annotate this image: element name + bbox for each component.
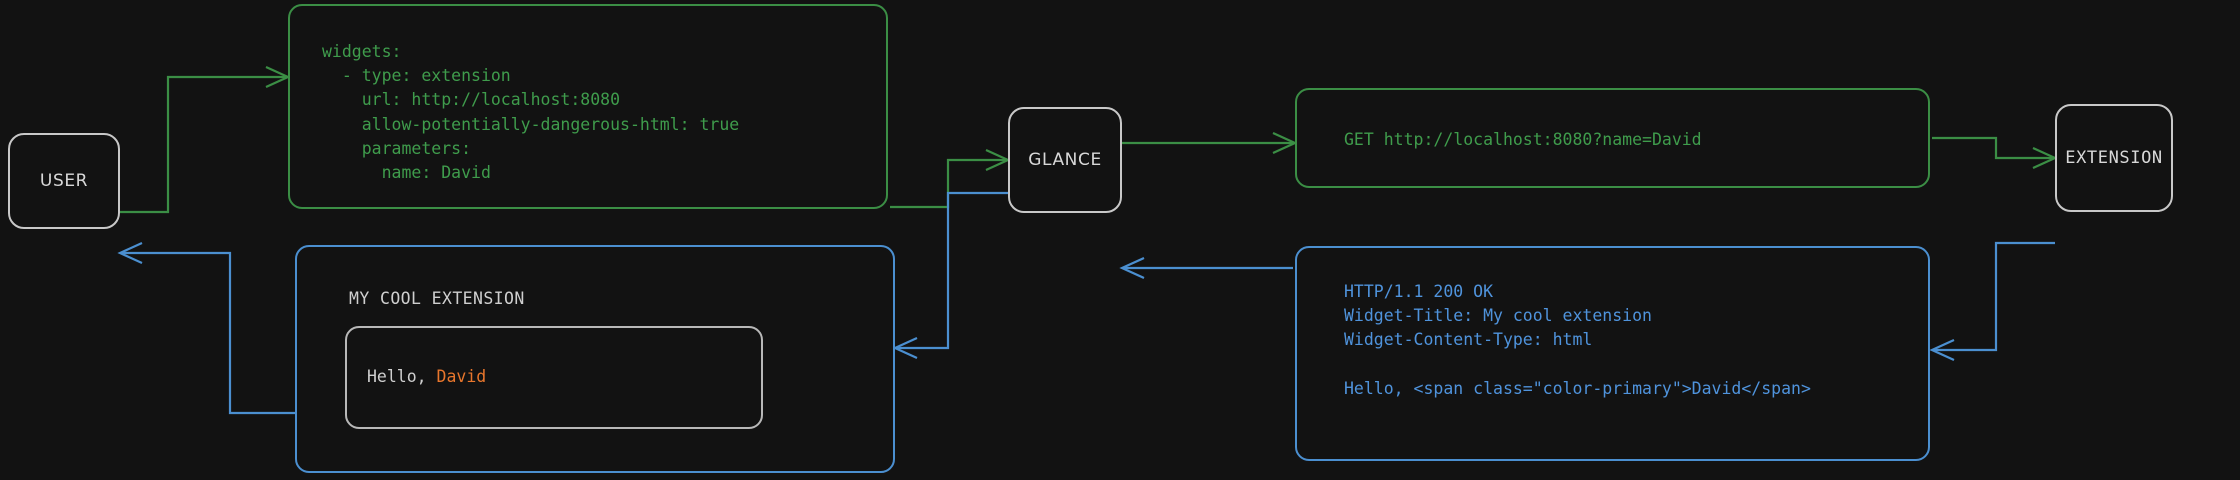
widget-preview-body-text: Hello, David (367, 367, 486, 386)
wire-extension-to-response (1934, 241, 2055, 352)
wire-widget-to-user (122, 251, 295, 415)
widget-preview-title: MY COOL EXTENSION (349, 289, 525, 308)
arrowhead-into-widget (892, 336, 918, 360)
arrowhead-into-response (1929, 338, 1955, 362)
http-request-code: GET http://localhost:8080?name=David (1344, 130, 1702, 149)
arrowhead-into-extension (2032, 146, 2058, 170)
wire-user-to-config (120, 75, 286, 214)
widget-accent-name: David (436, 367, 487, 386)
node-extension[interactable]: EXTENSION (2055, 104, 2173, 212)
node-user-label: USER (39, 171, 89, 191)
http-response-code: HTTP/1.1 200 OK Widget-Title: My cool ex… (1344, 282, 1811, 398)
wire-request-to-extension (1932, 136, 2053, 160)
panel-yaml-config: widgets: - type: extension url: http://l… (288, 4, 888, 209)
yaml-config-code: widgets: - type: extension url: http://l… (322, 42, 740, 183)
node-extension-label: EXTENSION (2065, 148, 2163, 168)
node-user[interactable]: USER (8, 133, 120, 229)
wire-config-to-glance (890, 158, 1006, 209)
widget-greeting-text: Hello, (367, 367, 437, 386)
panel-http-response: HTTP/1.1 200 OK Widget-Title: My cool ex… (1295, 246, 1930, 461)
wire-glance-to-widget (897, 191, 1008, 350)
arrowhead-into-glance (985, 148, 1011, 172)
arrowhead-into-user (117, 241, 143, 265)
node-glance-label: GLANCE (1028, 150, 1102, 170)
panel-widget-preview: MY COOL EXTENSION Hello, David (295, 245, 895, 473)
node-glance[interactable]: GLANCE (1008, 107, 1122, 213)
widget-preview-body: Hello, David (345, 326, 763, 429)
panel-http-request: GET http://localhost:8080?name=David (1295, 88, 1930, 188)
arrowhead-into-glance-blue (1119, 256, 1145, 280)
arrowhead-into-config (265, 65, 291, 89)
arrowhead-into-request (1272, 131, 1298, 155)
